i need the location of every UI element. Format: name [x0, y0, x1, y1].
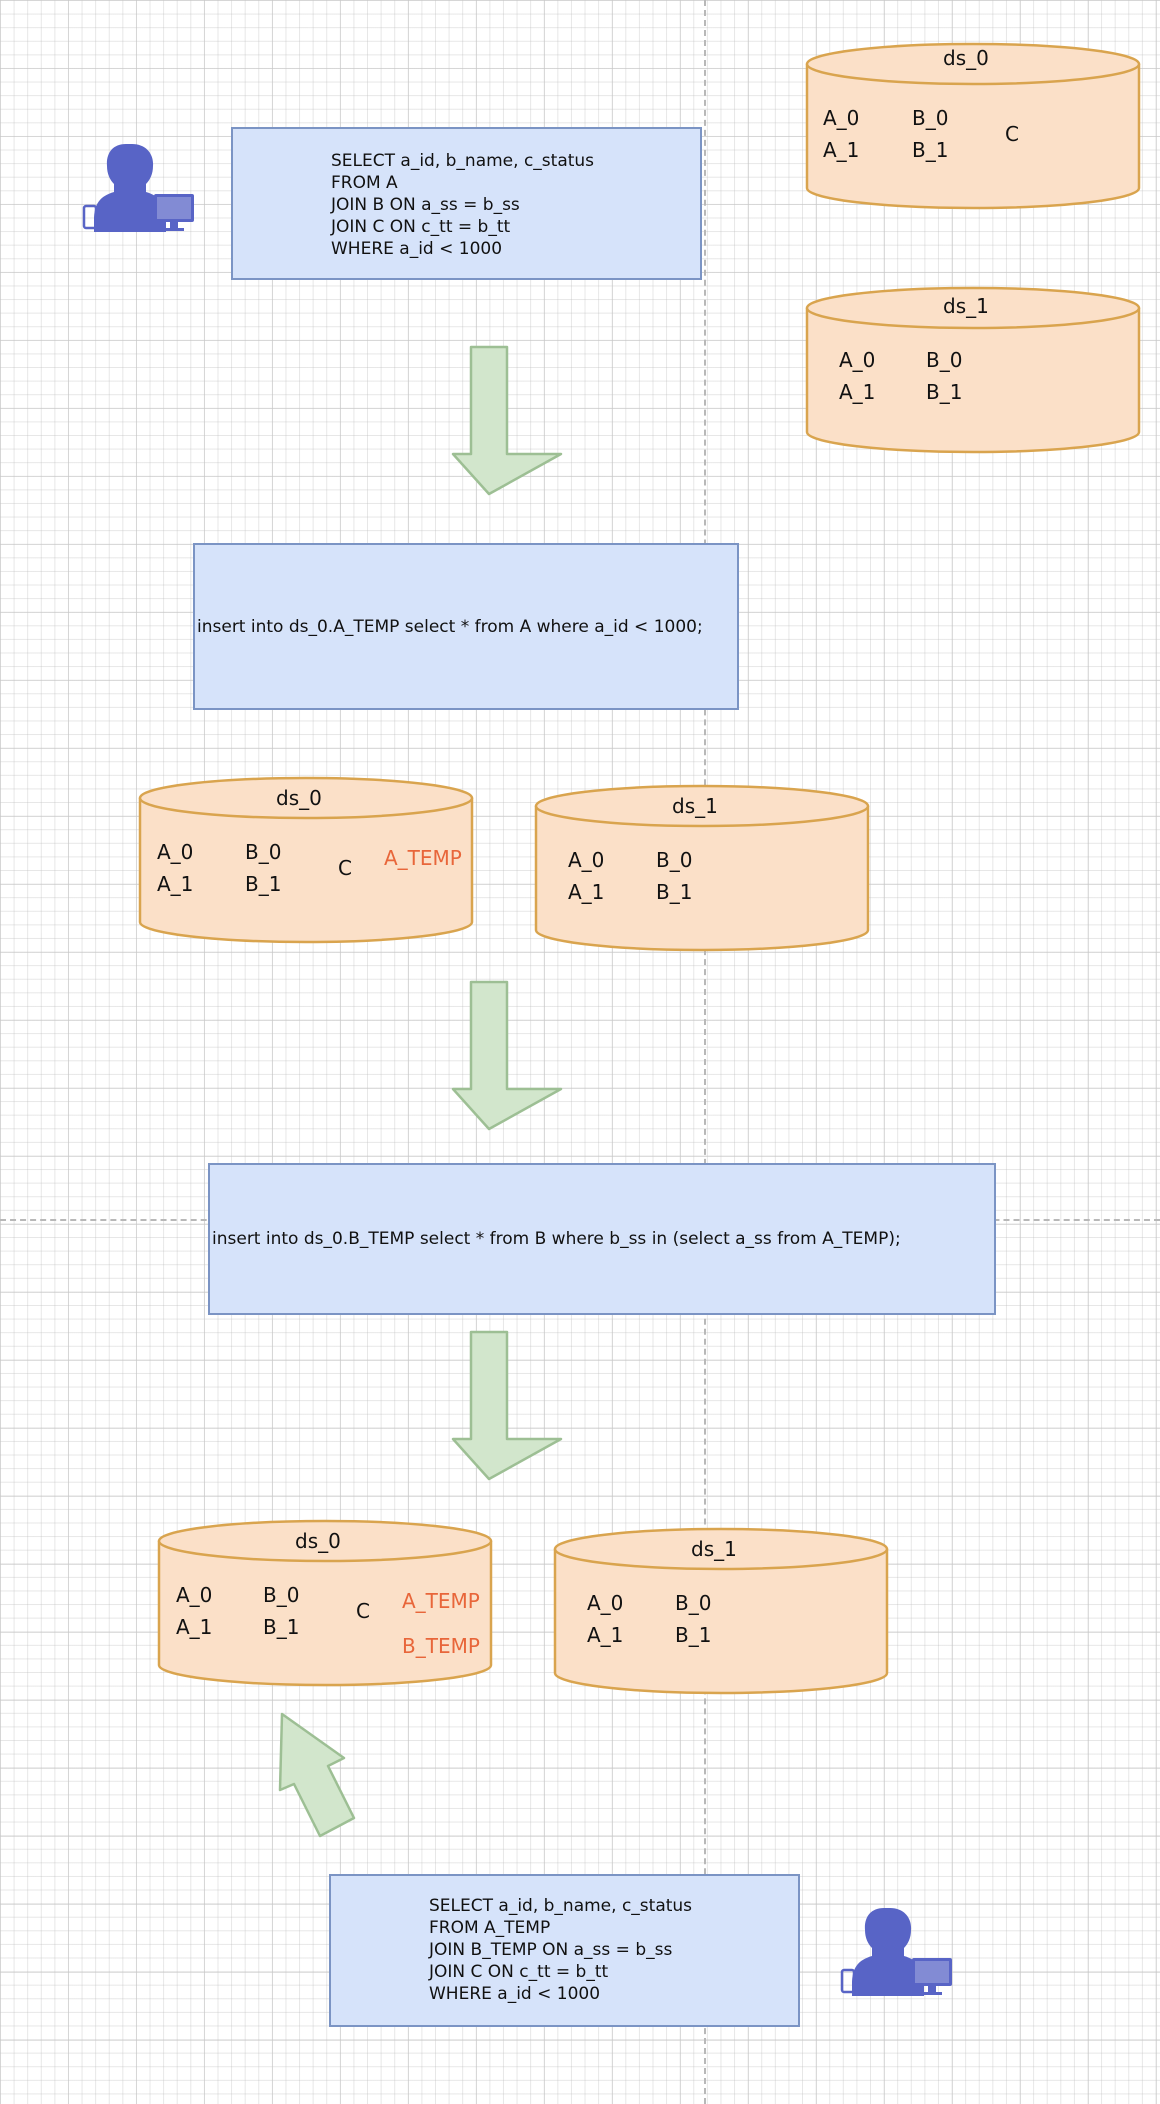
- table-a-temp: A_TEMP: [402, 1589, 480, 1613]
- table-a1: A_1: [157, 872, 194, 896]
- down-arrow-icon: [451, 345, 563, 496]
- query-line: JOIN C ON c_tt = b_tt: [429, 1962, 609, 1982]
- table-a1: A_1: [839, 380, 876, 404]
- up-arrow-icon: [278, 1712, 356, 1838]
- query-line: JOIN B_TEMP ON a_ss = b_ss: [429, 1940, 673, 1960]
- datasource-name: ds_0: [943, 46, 989, 70]
- table-b1: B_1: [926, 380, 963, 404]
- query-line: WHERE a_id < 1000: [331, 239, 503, 259]
- table-c: C: [338, 856, 352, 880]
- query-line: FROM A_TEMP: [429, 1918, 551, 1938]
- datasource-ds0-with-temps: ds_0 A_0 B_0 A_1 B_1 C A_TEMP B_TEMP: [157, 1519, 493, 1689]
- table-b1: B_1: [675, 1623, 712, 1647]
- datasource-ds1-initial: ds_1 A_0 B_0 A_1 B_1: [805, 286, 1141, 456]
- query-line: WHERE a_id < 1000: [429, 1984, 601, 2004]
- table-b0: B_0: [912, 106, 949, 130]
- datasource-ds1-after-step2: ds_1 A_0 B_0 A_1 B_1: [553, 1527, 889, 1697]
- user-devices-icon-bottom: [840, 1908, 952, 1996]
- table-b0: B_0: [675, 1591, 712, 1615]
- insert-sql: insert into ds_0.B_TEMP select * from B …: [212, 1229, 901, 1249]
- table-b0: B_0: [245, 840, 282, 864]
- table-b0: B_0: [926, 348, 963, 372]
- table-a0: A_0: [839, 348, 876, 372]
- table-b1: B_1: [656, 880, 693, 904]
- down-arrow-icon: [451, 1330, 563, 1481]
- datasource-name: ds_1: [943, 294, 989, 318]
- table-a-temp: A_TEMP: [384, 846, 462, 870]
- datasource-ds1-after-step1: ds_1 A_0 B_0 A_1 B_1: [534, 784, 870, 954]
- down-arrow-icon: [451, 980, 563, 1131]
- insert-a-temp-box: insert into ds_0.A_TEMP select * from A …: [193, 543, 739, 710]
- table-b0: B_0: [263, 1583, 300, 1607]
- table-b0: B_0: [656, 848, 693, 872]
- table-b-temp: B_TEMP: [402, 1634, 480, 1658]
- datasource-ds0-initial: ds_0 A_0 B_0 A_1 B_1 C: [805, 42, 1141, 212]
- table-a1: A_1: [568, 880, 605, 904]
- insert-sql: insert into ds_0.A_TEMP select * from A …: [197, 616, 703, 637]
- datasource-name: ds_0: [276, 786, 322, 810]
- query-line: SELECT a_id, b_name, c_status: [429, 1896, 693, 1916]
- table-b1: B_1: [263, 1615, 300, 1639]
- rewritten-query-box: SELECT a_id, b_name, c_status FROM A_TEM…: [329, 1874, 800, 2027]
- table-c: C: [1005, 122, 1019, 146]
- insert-b-temp-box: insert into ds_0.B_TEMP select * from B …: [208, 1163, 996, 1315]
- query-line: JOIN C ON c_tt = b_tt: [331, 217, 511, 237]
- datasource-ds0-with-a-temp: ds_0 A_0 B_0 A_1 B_1 C A_TEMP: [138, 776, 474, 946]
- datasource-name: ds_1: [691, 1537, 737, 1561]
- table-a1: A_1: [823, 138, 860, 162]
- query-line: JOIN B ON a_ss = b_ss: [331, 195, 520, 215]
- table-a0: A_0: [176, 1583, 213, 1607]
- original-query-box: SELECT a_id, b_name, c_status FROM A JOI…: [231, 127, 702, 280]
- table-a1: A_1: [587, 1623, 624, 1647]
- table-a0: A_0: [157, 840, 194, 864]
- table-b1: B_1: [245, 872, 282, 896]
- table-a0: A_0: [568, 848, 605, 872]
- user-devices-icon-top: [82, 144, 194, 232]
- vertical-guide-line: [704, 0, 706, 2104]
- table-a0: A_0: [587, 1591, 624, 1615]
- table-a0: A_0: [823, 106, 860, 130]
- query-line: FROM A: [331, 173, 398, 193]
- table-c: C: [356, 1599, 370, 1623]
- datasource-name: ds_1: [672, 794, 718, 818]
- table-b1: B_1: [912, 138, 949, 162]
- query-line: SELECT a_id, b_name, c_status: [331, 151, 595, 171]
- datasource-name: ds_0: [295, 1529, 341, 1553]
- table-a1: A_1: [176, 1615, 213, 1639]
